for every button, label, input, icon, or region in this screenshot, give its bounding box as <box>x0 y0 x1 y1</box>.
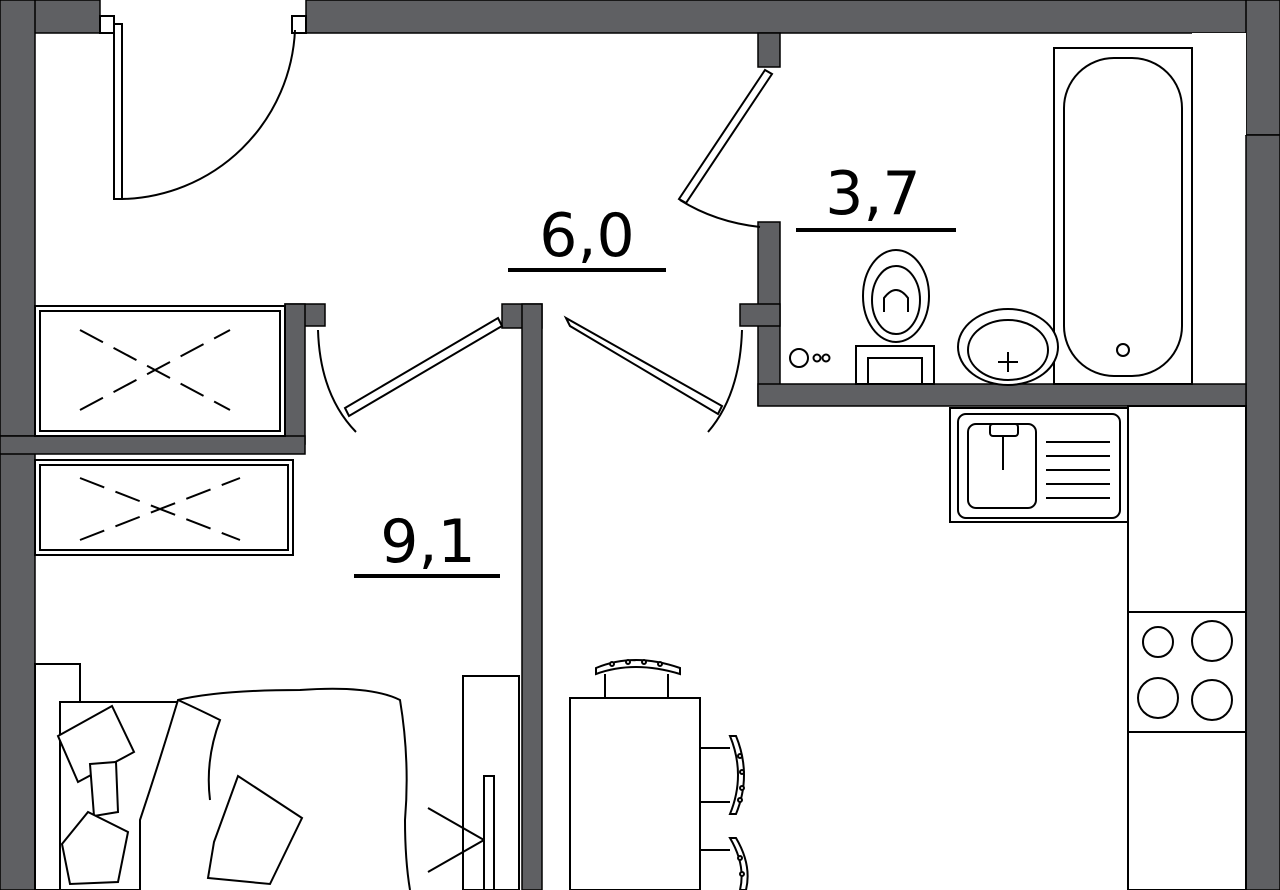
drain-icon <box>789 348 831 368</box>
entrance-door-icon <box>99 15 307 200</box>
chair-icon <box>700 837 749 890</box>
pillow-icon <box>56 704 304 886</box>
wall-left-upper <box>0 0 36 437</box>
wardrobe-icon <box>34 459 294 556</box>
washbasin-icon <box>957 308 1059 386</box>
wall-kitchen-stub <box>739 303 781 327</box>
room-area: 9,1 <box>380 507 475 577</box>
room-door-icon <box>317 316 504 433</box>
toilet-icon <box>855 249 935 385</box>
wall-hall-room-stub <box>284 303 306 445</box>
kitchen-sink-icon <box>949 407 1129 523</box>
wardrobe-icon <box>34 305 286 437</box>
bathroom-area: 3,7 <box>825 159 920 229</box>
chair-icon <box>595 659 681 698</box>
cooktop-icon <box>1137 620 1233 721</box>
wall-left-lower <box>0 451 36 890</box>
tv-stand-icon <box>427 675 520 890</box>
wall-top-right <box>305 0 1280 34</box>
area-label-bathroom: 3,7 <box>796 159 956 232</box>
bathroom-door-icon <box>677 68 774 228</box>
area-label-room: 9,1 <box>354 507 500 578</box>
area-label-hallway: 6,0 <box>508 201 666 272</box>
bathtub-icon <box>1053 47 1193 385</box>
wall-right-niche <box>1192 33 1246 135</box>
wall-center <box>521 303 543 890</box>
wall-room-divider <box>0 435 306 455</box>
chair-icon <box>700 735 745 815</box>
wall-bath-stub-top <box>757 32 781 68</box>
dining-table-icon <box>569 697 701 890</box>
wall-right-lower <box>1245 134 1280 890</box>
wall-right-upper <box>1245 0 1280 136</box>
kitchen-door-icon <box>563 315 743 433</box>
wall-bath-bottom <box>757 383 1247 407</box>
hallway-area: 6,0 <box>539 201 634 271</box>
